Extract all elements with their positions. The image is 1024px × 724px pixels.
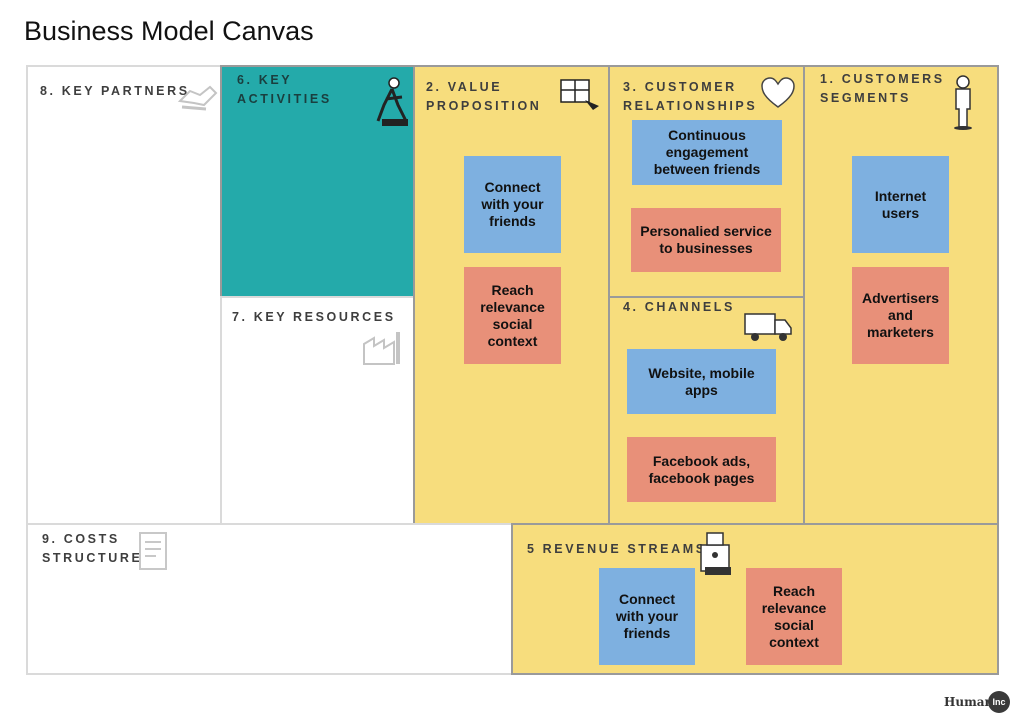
- revenue-streams-note-2: Reach relevance social context: [746, 568, 842, 665]
- key-resources-block: 7. KEY RESOURCES: [220, 296, 415, 525]
- key-activities-block: 6. KEY ACTIVITIES: [220, 65, 415, 298]
- revenue-streams-block: 5 REVENUE STREAMS Connect with your frie…: [511, 523, 999, 675]
- key-partners-block: 8. KEY PARTNERS: [26, 65, 222, 525]
- heart-icon: [761, 77, 795, 108]
- gift-icon: [560, 79, 599, 110]
- customer-segments-label: 1. CUSTOMERS SEGMENTS: [820, 72, 945, 105]
- channels-label: 4. CHANNELS: [623, 300, 735, 314]
- customer-relationships-label: 3. CUSTOMER RELATIONSHIPS: [623, 80, 758, 113]
- value-proposition-note-1: Connect with your friends: [464, 156, 561, 253]
- handshake-icon: [177, 85, 218, 111]
- revenue-streams-note-1: Connect with your friends: [599, 568, 695, 665]
- value-proposition-note-2: Reach relevance social context: [464, 267, 561, 364]
- customer-segments-note-2: Advertisers and marketers: [852, 267, 949, 364]
- receipt-icon: [139, 532, 167, 570]
- value-proposition-label: 2. VALUE PROPOSITION: [426, 80, 542, 113]
- customer-relationships-note-2: Personalied service to businesses: [631, 208, 781, 272]
- value-proposition-block: 2. VALUE PROPOSITION Connect with your f…: [413, 65, 610, 525]
- key-resources-label: 7. KEY RESOURCES: [232, 310, 396, 324]
- cost-structure-label: 9. COSTS STRUCTURE: [42, 532, 143, 565]
- channels-note-1: Website, mobile apps: [627, 349, 776, 414]
- truck-icon: [744, 313, 792, 341]
- page-title: Business Model Canvas: [24, 16, 314, 46]
- factory-icon: [363, 332, 400, 365]
- cash-register-icon: [700, 532, 731, 575]
- channels-note-2: Facebook ads, facebook pages: [627, 437, 776, 502]
- customer-segments-note-1: Internet users: [852, 156, 949, 253]
- logo-badge: Inc: [988, 691, 1010, 713]
- customer-relationships-block: 3. CUSTOMER RELATIONSHIPS Continuous eng…: [608, 65, 805, 298]
- customer-segments-block: 1. CUSTOMERS SEGMENTS Internet users Adv…: [803, 65, 999, 525]
- cost-structure-block: 9. COSTS STRUCTURE: [26, 523, 514, 675]
- revenue-streams-label: 5 REVENUE STREAMS: [527, 542, 707, 556]
- human-inc-logo: Human Inc: [944, 690, 1010, 716]
- worker-icon: [376, 77, 408, 126]
- key-partners-label: 8. KEY PARTNERS: [40, 84, 190, 98]
- key-activities-label: 6. KEY ACTIVITIES: [237, 73, 332, 106]
- person-icon: [954, 75, 972, 130]
- channels-block: 4. CHANNELS Website, mobile apps Faceboo…: [608, 296, 805, 525]
- logo-text: Human: [944, 695, 994, 709]
- customer-relationships-note-1: Continuous engagement between friends: [632, 120, 782, 185]
